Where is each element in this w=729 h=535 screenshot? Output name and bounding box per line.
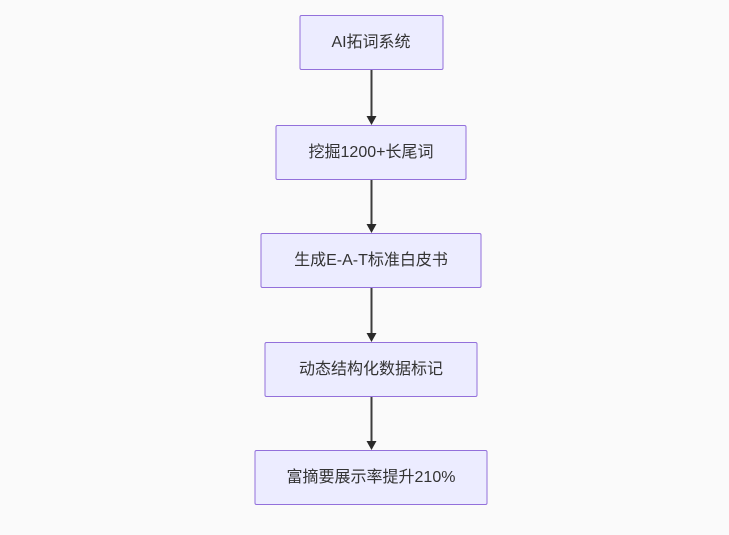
arrowhead-down-icon — [366, 333, 376, 342]
arrowhead-down-icon — [366, 224, 376, 233]
arrow-line — [370, 70, 372, 116]
flow-edge-3 — [366, 288, 376, 342]
arrow-line — [370, 180, 372, 224]
arrowhead-down-icon — [366, 441, 376, 450]
flow-node-ai-expansion-system: AI拓词系统 — [299, 15, 443, 70]
flow-edge-1 — [366, 70, 376, 125]
flow-column: AI拓词系统 挖掘1200+长尾词 生成E-A-T标准白皮书 动态结构化数据标记 — [254, 15, 488, 505]
flow-node-longtail-mining: 挖掘1200+长尾词 — [275, 125, 467, 180]
node-label: 挖掘1200+长尾词 — [308, 143, 434, 161]
node-label: AI拓词系统 — [331, 33, 411, 51]
arrow-line — [370, 397, 372, 441]
node-label: 富摘要展示率提升210% — [286, 468, 456, 486]
node-label: 动态结构化数据标记 — [298, 360, 443, 378]
arrow-line — [370, 288, 372, 333]
node-label: 生成E-A-T标准白皮书 — [294, 251, 448, 269]
flow-node-rich-snippet-uplift: 富摘要展示率提升210% — [254, 450, 488, 505]
flow-node-structured-data-markup: 动态结构化数据标记 — [264, 342, 478, 397]
arrowhead-down-icon — [366, 116, 376, 125]
flow-node-eat-whitepaper: 生成E-A-T标准白皮书 — [260, 233, 482, 288]
flow-edge-4 — [366, 397, 376, 450]
flow-edge-2 — [366, 180, 376, 233]
